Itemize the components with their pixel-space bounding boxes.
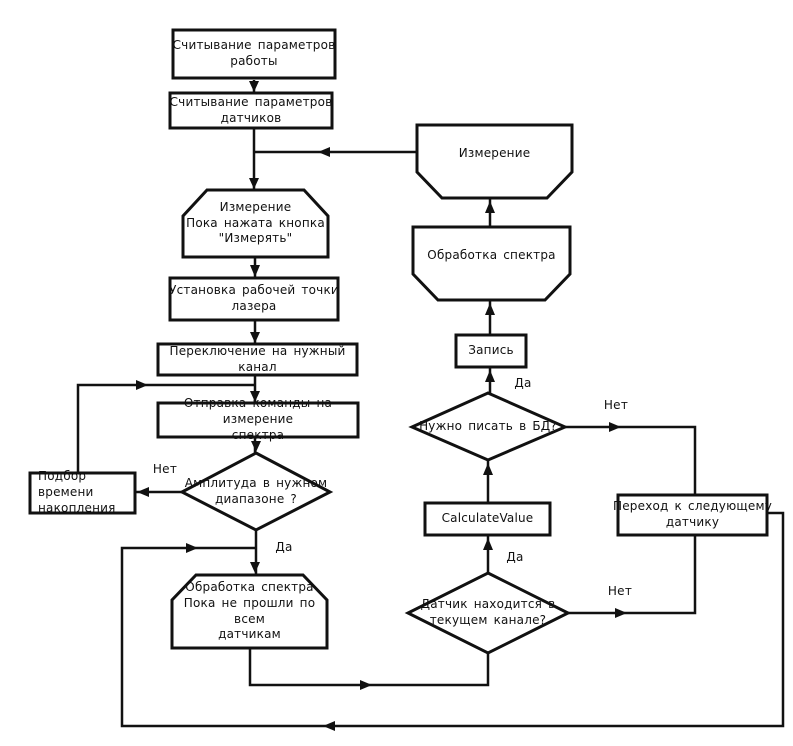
shape-sensor-in-channel: [404, 571, 572, 655]
shape-next-sensor: [616, 493, 769, 537]
shape-need-db: [408, 391, 569, 462]
shape-read-work: [171, 28, 337, 80]
shape-write: [454, 333, 528, 369]
shape-amplitude-check: [178, 451, 334, 532]
shape-send-command: [156, 401, 360, 439]
shape-measure-end: [415, 123, 574, 200]
shape-set-laser: [168, 276, 340, 322]
shape-calculate-value: [423, 501, 552, 537]
shape-process-end: [411, 225, 572, 302]
shape-measure-loop: [181, 188, 330, 259]
shape-switch-channel: [156, 342, 359, 377]
shape-read-sensors: [168, 91, 334, 130]
node-shapes: [28, 28, 769, 655]
shape-process-loop: [170, 573, 329, 650]
shape-pick-time: [28, 471, 137, 515]
arrowheads: [136, 81, 627, 731]
